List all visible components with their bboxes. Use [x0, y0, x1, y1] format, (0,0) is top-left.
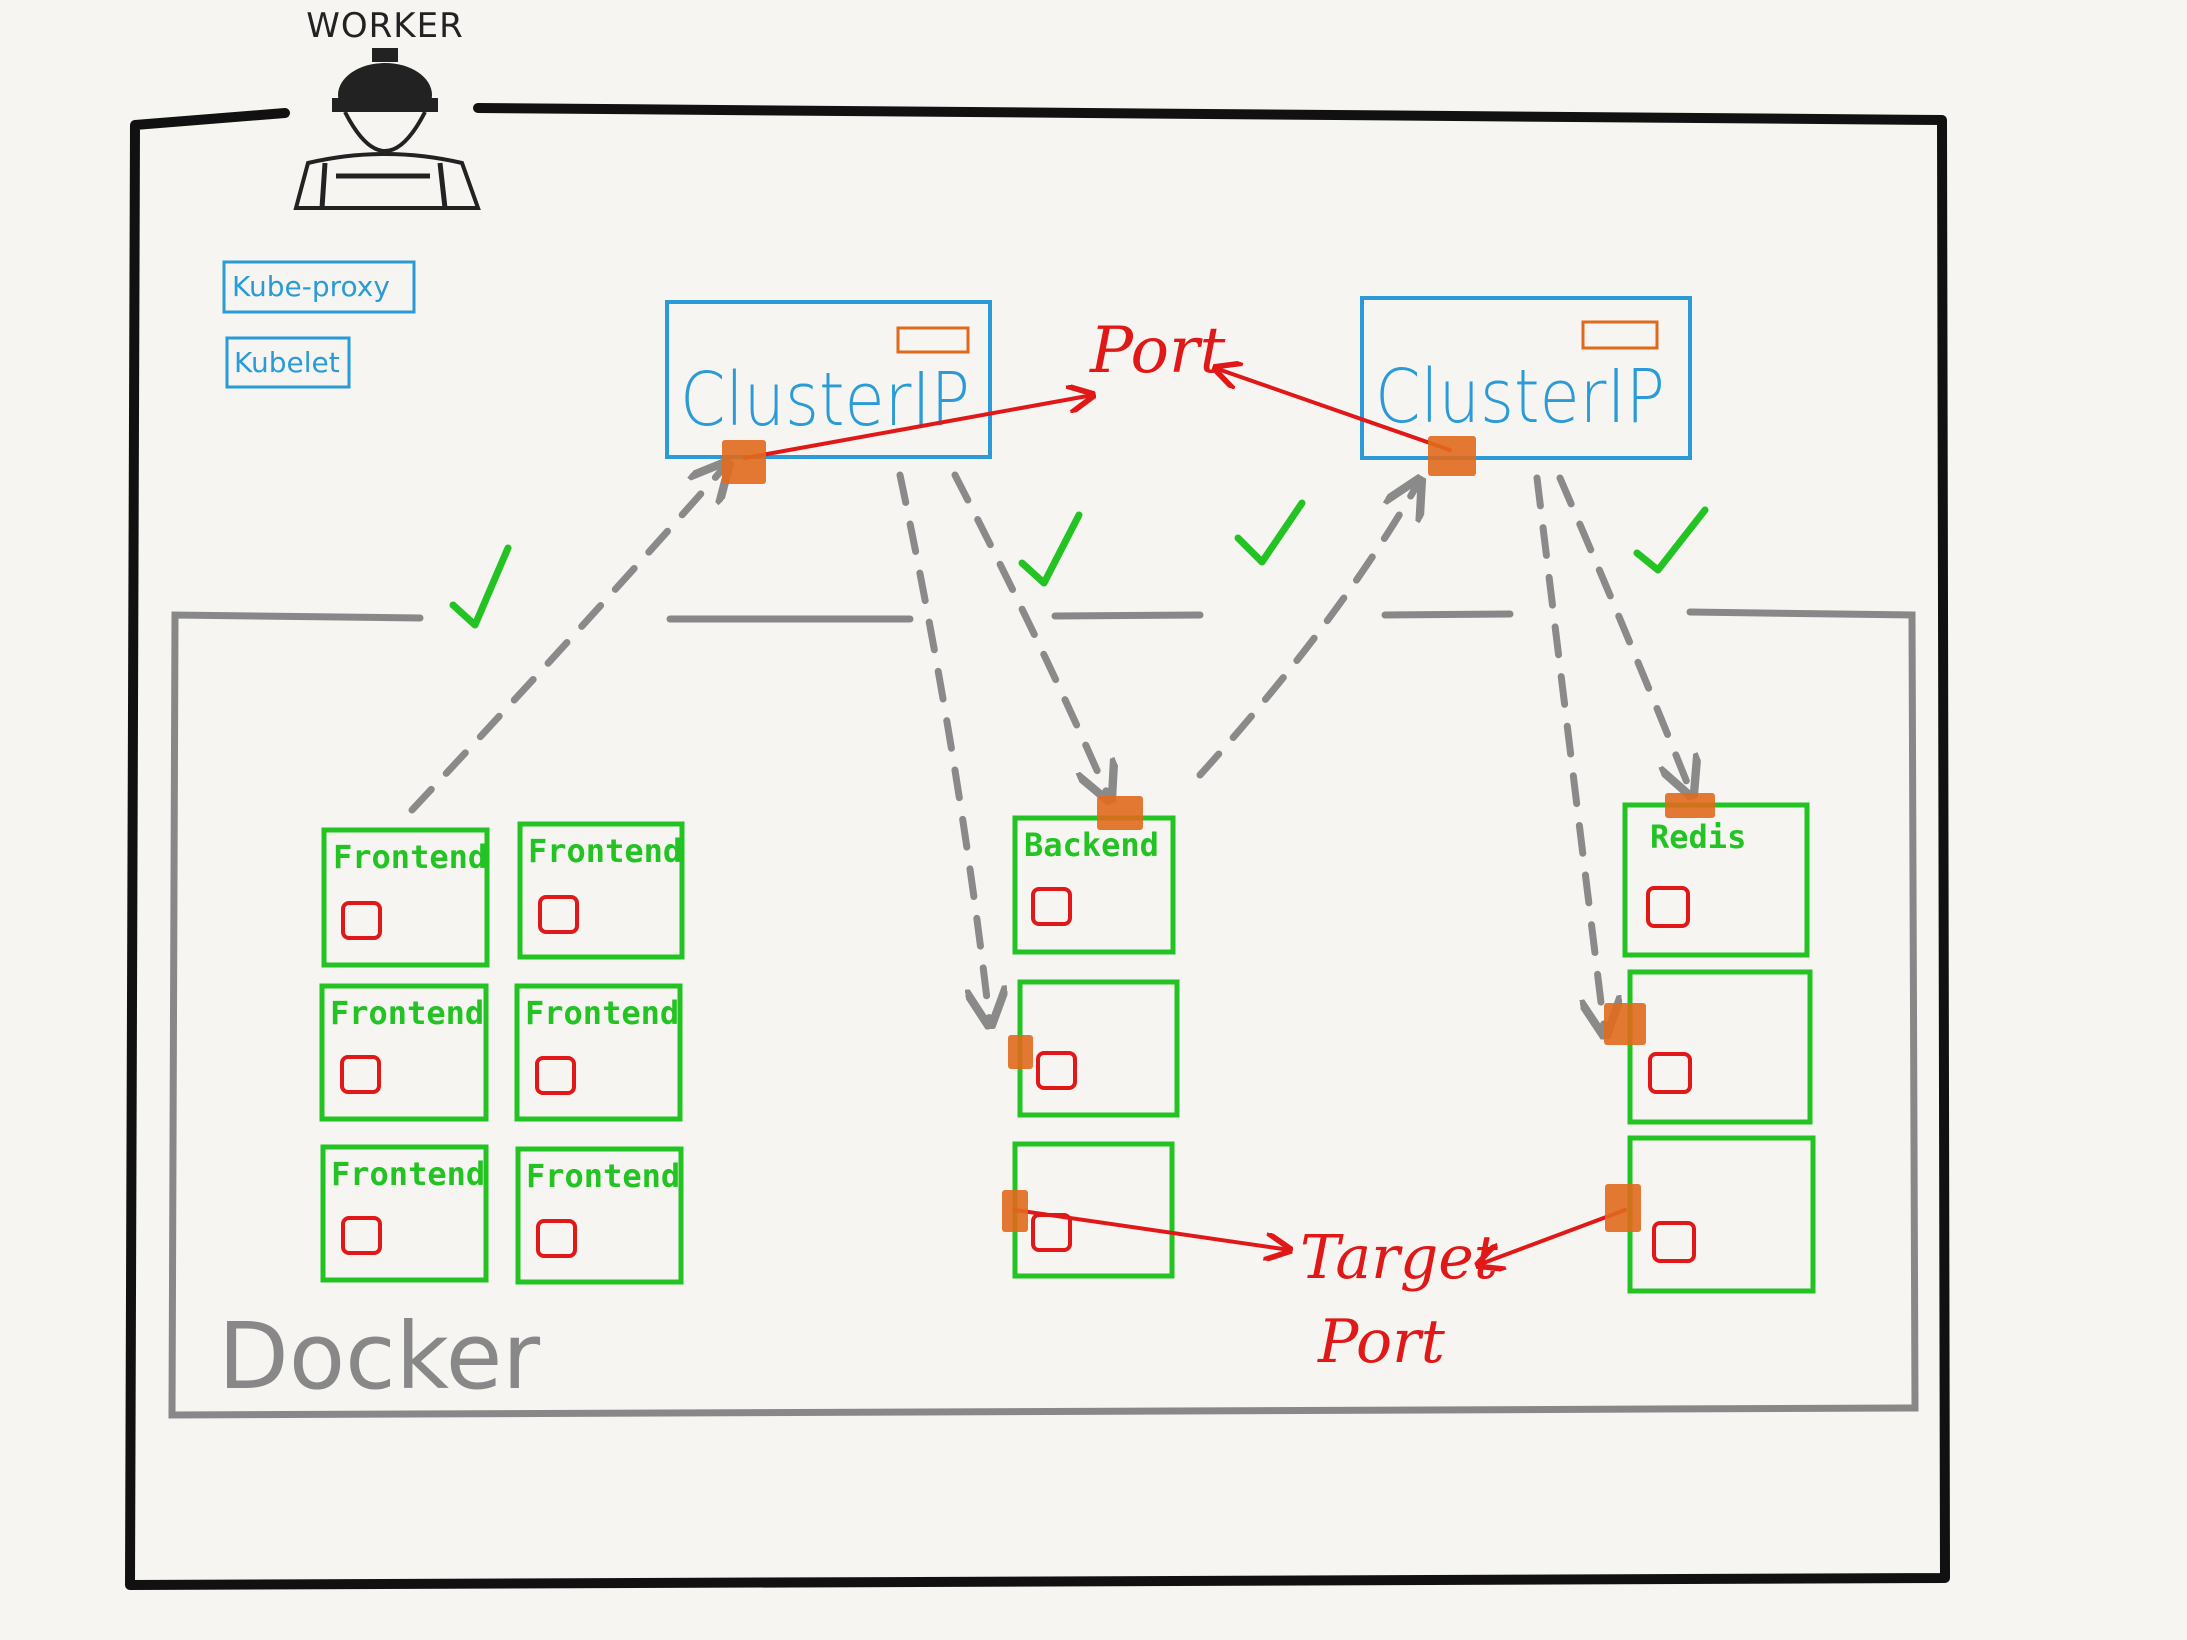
worker-icon [293, 48, 481, 210]
cluster-ip-right-tab [1581, 320, 1659, 350]
arrow-cip-left-to-backend-pod3 [896, 471, 990, 1025]
service-port-marker [722, 440, 766, 484]
check-marks [449, 499, 1709, 629]
cluster-ip-left-tab [896, 326, 970, 354]
traffic-arrows [408, 463, 1692, 1035]
cluster-ip-right-box [1360, 296, 1692, 460]
kubelet-tag [225, 336, 351, 389]
pod-frontend-label: Frontend [525, 994, 679, 1032]
container-icon [1031, 887, 1072, 926]
target-port-marker [1604, 1003, 1646, 1045]
pod-frontend-label: Frontend [331, 1155, 485, 1193]
container-icon [1036, 1051, 1077, 1090]
redis-pods: Redis [1622, 802, 1816, 1294]
container-icon [1648, 1052, 1692, 1094]
backend-pods: Backend [1012, 815, 1180, 1279]
container-icon [341, 901, 382, 940]
check-icon [1234, 499, 1306, 566]
arrow-backend-to-target-port [1013, 1208, 1290, 1250]
pod-redis [1627, 969, 1813, 1125]
worker-node-border [125, 103, 1950, 1590]
check-icon [1633, 506, 1709, 574]
arrow-cip-right-to-redis-pod2 [1533, 474, 1605, 1035]
container-icon [1031, 1213, 1072, 1252]
arrow-cip-left-to-port [743, 395, 1093, 460]
check-icon [449, 544, 512, 629]
pod-backend [1017, 979, 1180, 1118]
pod-frontend-label: Frontend [526, 1157, 680, 1195]
arrow-frontend-to-cip-left [408, 463, 728, 814]
pod-frontend [319, 983, 489, 1122]
target-port-marker [1097, 796, 1143, 830]
worker-label: WORKER [306, 6, 463, 46]
target-port-label-line2: Port [1317, 1307, 1446, 1377]
pod-frontend [517, 821, 685, 960]
container-icon [1646, 886, 1690, 928]
pod-frontend [514, 983, 683, 1122]
target-port-label-line1: Target [1300, 1223, 1499, 1293]
container-icon [536, 1219, 577, 1258]
pod-frontend [515, 1146, 684, 1285]
pod-frontend-label: Frontend [528, 832, 682, 870]
kubelet-label: Kubelet [234, 346, 340, 379]
pod-redis [1622, 802, 1810, 958]
cluster-ip-left-label: ClusterIP [680, 357, 970, 443]
arrow-cip-right-to-redis-pod1 [1556, 474, 1692, 795]
pod-redis [1627, 1135, 1816, 1294]
port-arrows [743, 368, 1627, 1265]
cluster-ip-right-label: ClusterIP [1375, 354, 1665, 440]
docker-border [168, 608, 1919, 1419]
kube-proxy-tag [222, 260, 416, 314]
pod-frontend [321, 827, 490, 968]
frontend-pods: Frontend Frontend Frontend Frontend Fron… [319, 821, 685, 1285]
target-port-marker [1665, 793, 1715, 818]
arrow-redis-to-target-port [1478, 1208, 1627, 1265]
arrow-backend-to-cip-right [1196, 480, 1420, 779]
container-icon [1652, 1221, 1696, 1263]
target-port-marker [1008, 1035, 1033, 1069]
arrow-cip-right-to-port [1215, 368, 1452, 452]
kube-proxy-label: Kube-proxy [232, 270, 390, 303]
pod-frontend-label: Frontend [333, 838, 487, 876]
target-port-marker [1605, 1184, 1641, 1232]
port-label: Port [1089, 314, 1226, 388]
service-port-marker [1428, 436, 1476, 476]
pod-frontend [320, 1144, 489, 1283]
port-markers [722, 436, 1715, 1232]
check-icon [1018, 511, 1083, 587]
pod-backend [1012, 1141, 1175, 1279]
pod-backend [1012, 815, 1176, 955]
docker-label: Docker [218, 1303, 540, 1410]
container-icon [341, 1216, 382, 1255]
arrow-cip-left-to-backend-pod1 [951, 471, 1110, 800]
pod-frontend-label: Frontend [330, 994, 484, 1032]
pod-redis-label: Redis [1650, 818, 1746, 856]
cluster-ip-left-box [665, 300, 992, 459]
target-port-marker [1002, 1190, 1028, 1232]
container-icon [538, 895, 579, 934]
pod-backend-label: Backend [1024, 826, 1159, 864]
container-icon [340, 1055, 381, 1094]
container-icon [535, 1056, 576, 1095]
